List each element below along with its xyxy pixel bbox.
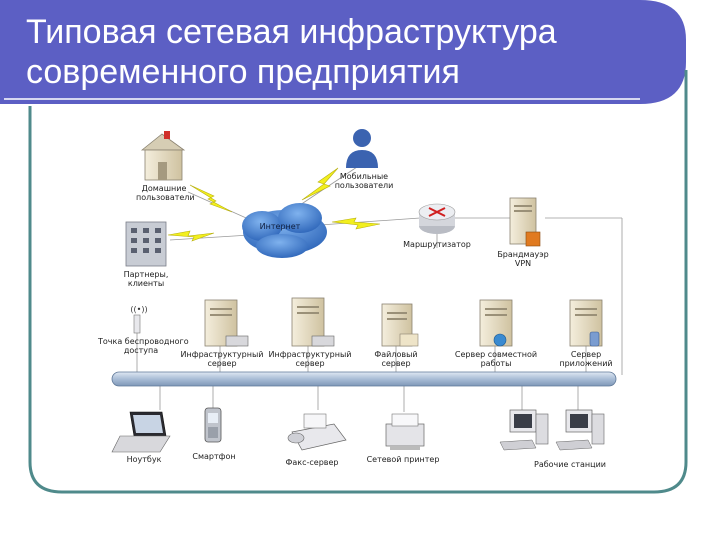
network-printer-label: Сетевой принтер <box>366 455 440 464</box>
infra-server-2-icon <box>291 297 335 347</box>
fax-server-icon <box>287 413 347 451</box>
diagram-frame <box>28 70 688 494</box>
internet-cloud-icon <box>242 203 327 258</box>
partners-building-icon <box>125 221 167 267</box>
laptop-icon <box>111 411 171 453</box>
network-bus <box>111 371 617 387</box>
workstation-2-icon <box>555 409 605 451</box>
slide-title-line2: современного предприятия <box>26 53 460 91</box>
wireless-ap-icon: ((•)) <box>130 305 148 334</box>
smartphone-icon <box>204 407 222 443</box>
infra-server-1-icon <box>204 299 249 347</box>
server-towers <box>204 297 603 347</box>
svg-text:((•)): ((•)) <box>130 305 147 314</box>
firewall-vpn-icon <box>509 197 541 247</box>
partners-label: Партнеры,клиенты <box>123 270 169 288</box>
network-printer-icon <box>385 413 425 450</box>
mobile-user-icon <box>346 129 378 168</box>
slide-title-line1: Типовая сетевая инфраструктура <box>26 13 557 51</box>
home-users-icon <box>140 131 186 181</box>
router-icon <box>418 203 456 234</box>
workstation-1-icon <box>499 409 549 451</box>
collab-server-icon <box>479 299 513 347</box>
workstations-label: Рабочие станции <box>534 460 606 469</box>
internet-label: Интернет <box>259 222 301 231</box>
smartphone-label: Смартфон <box>192 452 236 461</box>
laptop-label: Ноутбук <box>126 455 162 464</box>
fax-server-label: Факс-сервер <box>285 458 339 467</box>
wireless-links <box>167 167 381 242</box>
router-label: Маршрутизатор <box>403 240 471 249</box>
app-server-icon <box>569 299 603 347</box>
file-server-icon <box>381 303 419 347</box>
title-bar <box>0 0 686 104</box>
